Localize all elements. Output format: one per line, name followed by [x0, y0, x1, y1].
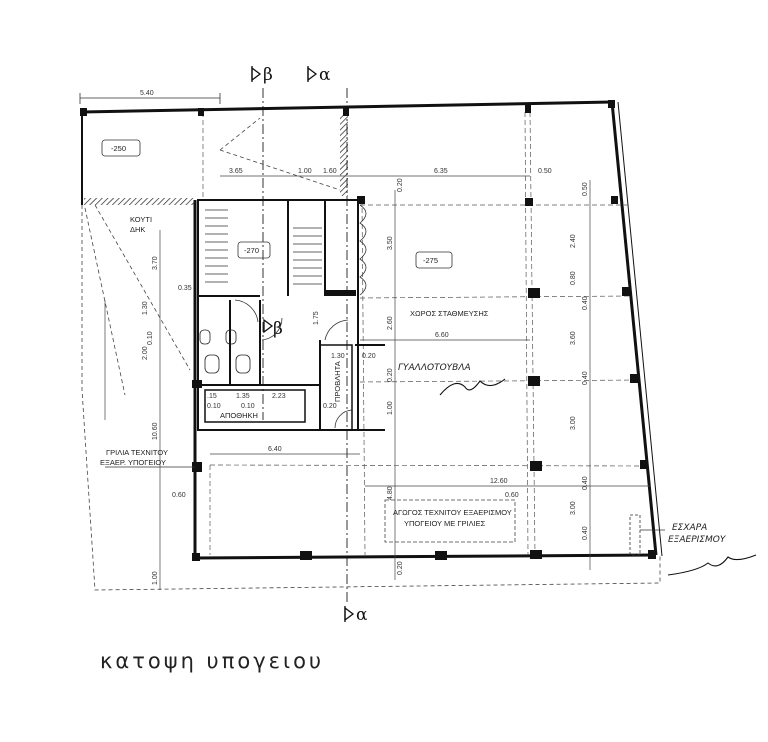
dim-1-00: 1.00 — [298, 168, 312, 175]
dim-2-60: 2.60 — [387, 316, 394, 330]
dim-0-20-d: 0.20 — [323, 403, 337, 410]
outer-walls — [81, 100, 663, 560]
dim-1-00-b: 1.00 — [387, 401, 394, 415]
level-box-b — [237, 241, 271, 259]
hatched-wall — [340, 114, 348, 196]
eschara-label-1: ΕΣΧΑΡΑ — [672, 523, 707, 533]
storage-label: ΑΠΟΘΗΚΗ — [220, 411, 258, 420]
dim-0-40-a: 0.40 — [582, 296, 589, 310]
eschara-vent-box — [629, 514, 641, 556]
dim-3-65: 3.65 — [229, 168, 243, 175]
dim-10-60: 10.60 — [152, 422, 159, 440]
dim-3-60: 3.60 — [570, 331, 577, 345]
grill-label-2: ΕΞΑΕΡ. ΥΠΟΓΕΙΟΥ — [100, 458, 166, 467]
vent-duct-outline — [384, 499, 516, 543]
stair-right — [293, 227, 322, 285]
dim-1-35: 1.35 — [236, 393, 250, 400]
dashed-perimeter — [81, 117, 661, 591]
section-label-beta-mid: β — [273, 319, 283, 339]
section-label-alpha-bottom: α — [356, 605, 368, 625]
section-marker-beta-top: β — [251, 65, 273, 85]
dim-1-30-a: 1.30 — [142, 301, 149, 315]
dim-2-00: 2.00 — [142, 346, 149, 360]
core-walls — [197, 199, 359, 431]
kouti-label-2: ΔΗΚ — [130, 225, 145, 234]
dim-3-00-b: 3.00 — [570, 501, 577, 515]
dim-0-60-a: 0.60 — [172, 492, 186, 499]
dim-0-40-d: 0.40 — [582, 526, 589, 540]
storage-room-outline — [204, 389, 306, 423]
stair-left — [205, 209, 228, 283]
dim-3-50: 3.50 — [387, 236, 394, 250]
dim-1-60: 1.60 — [323, 168, 337, 175]
section-label-beta-top: β — [263, 65, 273, 85]
dim-6-60: 6.60 — [435, 332, 449, 339]
dim-0-10-c: 0.10 — [241, 403, 255, 410]
columns — [80, 100, 656, 561]
dim-5-40: 5.40 — [140, 90, 154, 97]
dim-0-20-b: 0.20 — [362, 353, 376, 360]
dim-0-50-b: 0.50 — [582, 182, 589, 196]
section-marker-alpha-bottom: α — [344, 605, 368, 625]
signature-mark-2 — [667, 554, 757, 576]
dim-6-35: 6.35 — [434, 168, 448, 175]
provlita-outline — [319, 344, 353, 431]
level-label-a: -250 — [111, 144, 126, 153]
eschara-label-2: ΕΞΑΕΡΙΣΜΟΥ — [668, 535, 727, 545]
dim-015: .15 — [207, 393, 217, 400]
dim-0-35: 0.35 — [178, 285, 192, 292]
grill-label-1: ΓΡΙΛΙΑ ΤΕΧΝΙΤΟΥ — [106, 448, 168, 457]
provlita-label: ΠΡΟΒΛΗΤΑ — [333, 361, 342, 402]
glass-brick-wall — [355, 344, 385, 431]
dim-0-20-a: 0.20 — [397, 178, 404, 192]
dim-0-40-c: 0.40 — [582, 476, 589, 490]
dim-0-60-b: 0.60 — [505, 492, 519, 499]
parking-label: ΧΩΡΟΣ ΣΤΑΘΜΕΥΣΗΣ — [410, 309, 489, 318]
duct-label-1: ΑΓΩΓΟΣ ΤΕΧΝΙΤΟΥ ΕΞΑΕΡΙΣΜΟΥ — [393, 508, 512, 517]
hatched-beam — [84, 198, 196, 205]
section-marker-beta-mid: β — [263, 318, 283, 339]
kouti-label-1: ΚΟΥΤΙ — [130, 215, 152, 224]
dim-0-40-b: 0.40 — [582, 371, 589, 385]
level-label-b: -270 — [244, 246, 259, 255]
dimension-lines — [104, 175, 650, 590]
dim-1-00-c: 1.00 — [152, 571, 159, 585]
dim-2-40: 2.40 — [570, 234, 577, 248]
level-box-c — [415, 251, 453, 269]
signature-mark — [439, 378, 506, 396]
dim-1-75: 1.75 — [313, 311, 320, 325]
dim-0-20-c: 0.20 — [387, 368, 394, 382]
dim-0-20-e: 0.20 — [397, 561, 404, 575]
dim-6-40: 6.40 — [268, 446, 282, 453]
dim-2-23: 2.23 — [272, 393, 286, 400]
dim-3-70: 3.70 — [152, 256, 159, 270]
drawing-title: κατοψη υπογειου — [100, 649, 325, 673]
dim-12-60: 12.60 — [490, 478, 508, 485]
dim-0-50-a: 0.50 — [538, 168, 552, 175]
top-dimension-line — [79, 93, 221, 104]
dim-4-80: 4.80 — [387, 486, 394, 500]
dim-1-30-b: 1.30 — [331, 353, 345, 360]
dim-3-00-a: 3.00 — [570, 416, 577, 430]
level-box-a — [101, 139, 141, 157]
duct-label-2: ΥΠΟΓΕΙΟΥ ΜΕ ΓΡΙΛΙΕΣ — [404, 519, 486, 528]
dim-0-80: 0.80 — [570, 271, 577, 285]
section-label-alpha-top: α — [319, 65, 331, 85]
section-marker-alpha-top: α — [307, 65, 331, 85]
door-swings — [234, 204, 367, 429]
level-label-c: -275 — [423, 256, 438, 265]
dim-0-10-b: 0.10 — [207, 403, 221, 410]
dim-0-10: 0.10 — [147, 331, 154, 345]
structural-grid — [202, 111, 651, 556]
glass-brick-label: ΓΥΑΛΛΟΤΟΥΒΛΑ — [398, 363, 471, 373]
wc-fixtures — [199, 329, 251, 374]
